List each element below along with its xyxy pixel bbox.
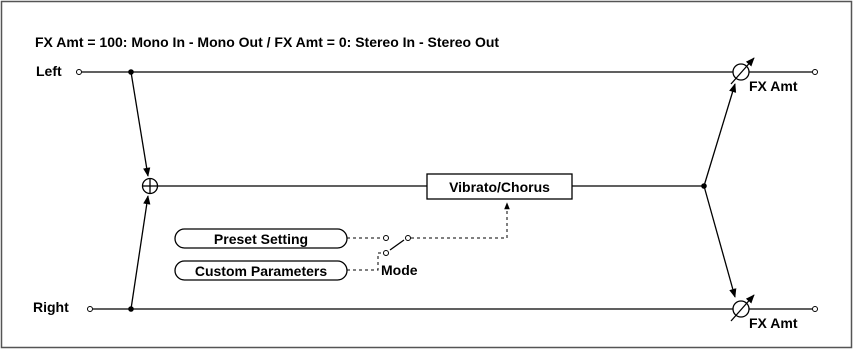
left-input-terminal (76, 69, 82, 75)
bottom-fx-amt-knob-icon (730, 294, 755, 322)
right-to-mixer-arrow (130, 195, 151, 310)
vibrato-chorus-label: Vibrato/Chorus (449, 179, 550, 195)
effect-to-bottom-out-arrow (703, 185, 737, 298)
mode-control-line (411, 202, 510, 239)
left-to-mixer-arrow (130, 71, 151, 177)
right-input-terminal (87, 306, 93, 312)
top-fx-amt-label: FX Amt (749, 78, 798, 94)
custom-connector-line (347, 252, 383, 271)
custom-parameters-label: Custom Parameters (195, 263, 327, 279)
right-input-label: Right (33, 299, 69, 315)
preset-switch-contact (383, 235, 389, 241)
left-input-label: Left (36, 63, 62, 79)
top-output-terminal (812, 69, 818, 75)
mode-label: Mode (381, 262, 418, 278)
effect-to-top-out-arrow (703, 83, 737, 187)
switch-output-contact (405, 235, 411, 241)
mode-switch-lever (389, 239, 405, 251)
mixer-icon (141, 177, 159, 195)
bottom-output-terminal (812, 306, 818, 312)
preset-setting-label: Preset Setting (214, 231, 308, 247)
vibrato-chorus-block (426, 173, 573, 200)
custom-switch-contact (383, 250, 389, 256)
diagram-title: FX Amt = 100: Mono In - Mono Out / FX Am… (35, 34, 499, 50)
bottom-fx-amt-label: FX Amt (749, 315, 798, 331)
